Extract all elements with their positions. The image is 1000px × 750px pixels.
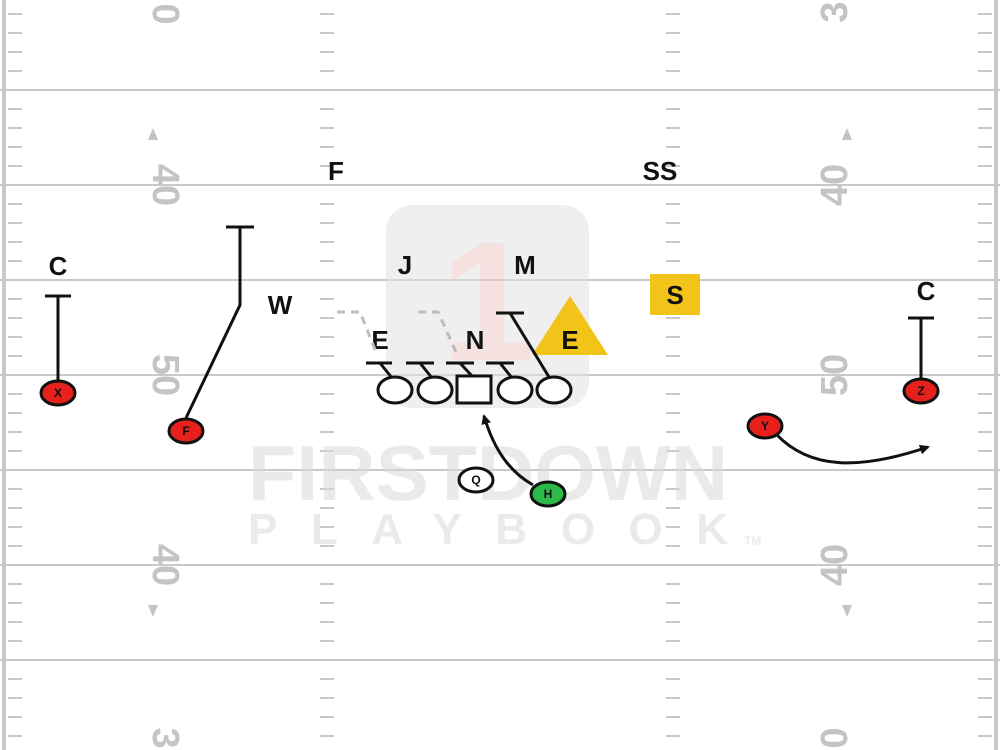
defender-right-end: E [561, 325, 578, 355]
right-tackle [535, 375, 573, 405]
player-q-label: Q [471, 473, 480, 487]
pull-path [418, 310, 458, 353]
defender-will: W [268, 290, 293, 320]
pull-path [337, 310, 378, 353]
yard-number-top-left: 0 [144, 3, 186, 24]
player-x [39, 379, 77, 407]
yard-arrow-icon [148, 128, 158, 140]
hash-marks [8, 13, 992, 737]
defender-nose: N [466, 325, 485, 355]
yard-arrow-icon [148, 605, 158, 617]
player-z [902, 377, 940, 405]
yard-arrow-icon [842, 605, 852, 617]
watermark-trademark: TM [744, 534, 761, 548]
routes [45, 225, 934, 487]
player-f [167, 417, 205, 445]
skill-players: X F Q H Y Z [39, 377, 940, 508]
player-f-label: F [182, 424, 189, 438]
yard-number-bottom-left: 3 [144, 727, 186, 748]
left-tackle [376, 375, 414, 405]
right-guard [496, 375, 534, 405]
yard-number-upper-right: 40 [814, 164, 856, 206]
defender-jack: J [398, 250, 412, 280]
player-y [746, 412, 784, 440]
yard-number-upper-left: 40 [144, 164, 186, 206]
right-end-highlight-triangle [532, 296, 608, 355]
route-h [481, 414, 534, 487]
offensive-line [376, 374, 573, 405]
route-y [774, 432, 930, 465]
defender-mike: M [514, 250, 536, 280]
yard-arrow-icon [842, 128, 852, 140]
block-line [446, 361, 474, 378]
player-z-label: Z [917, 384, 924, 398]
player-y-label: Y [761, 419, 769, 433]
defender-free-safety: F [328, 156, 344, 186]
yard-numbers: 0 40 50 40 3 3 40 50 40 0 [144, 1, 856, 748]
yard-number-top-right: 3 [814, 1, 856, 22]
route-x [45, 294, 71, 380]
block-line [496, 311, 551, 378]
defender-right-corner: C [917, 276, 936, 306]
sam-highlight-box [650, 274, 700, 315]
pulling-paths [337, 310, 458, 353]
yard-number-bottom-right: 0 [814, 727, 856, 748]
yard-number-lower-right: 40 [814, 544, 856, 586]
block-line [486, 361, 514, 379]
defender-left-corner: C [49, 251, 68, 281]
blocking [366, 311, 551, 379]
watermark-badge-number: 1 [441, 207, 536, 397]
defender-sam: S [666, 280, 683, 310]
player-q [457, 466, 495, 494]
block-line [406, 361, 434, 379]
player-x-label: X [54, 386, 62, 400]
left-guard [416, 375, 454, 405]
route-f [184, 225, 254, 419]
defender-strong-safety: SS [643, 156, 678, 186]
center [455, 374, 493, 405]
yard-number-middle-left: 50 [144, 354, 186, 396]
defense: F SS C C W J M S E N E [49, 156, 936, 355]
yard-number-middle-right: 50 [814, 354, 856, 396]
block-line [366, 361, 394, 379]
player-h [529, 480, 567, 508]
watermark: 1 FIRSTDOWN PLAYBOOK TM [248, 205, 761, 554]
route-z [908, 316, 934, 378]
player-h-label: H [544, 487, 553, 501]
yard-number-lower-left: 40 [144, 544, 186, 586]
